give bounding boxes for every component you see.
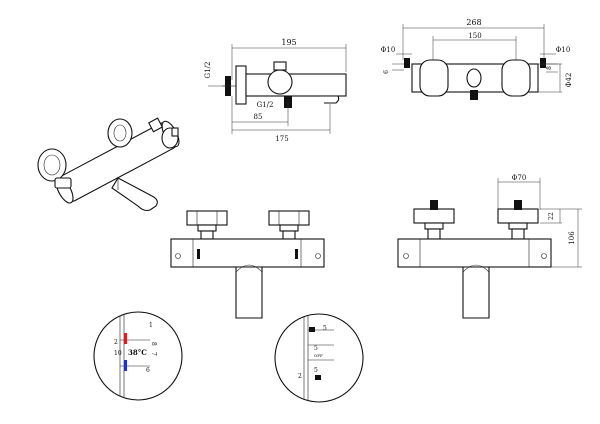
iso-right-knob <box>107 118 133 148</box>
temp-num-6: 6 <box>146 367 150 374</box>
body-dia-label: Φ42 <box>565 73 573 88</box>
front-view <box>170 210 325 319</box>
flow-num-2: 2 <box>298 373 302 380</box>
front-spout <box>235 266 263 319</box>
top-view: 268 150 Φ10 Φ10 6 8 Φ42 <box>381 18 573 100</box>
dim-150: 150 <box>468 32 481 40</box>
dim-85: 85 <box>254 113 263 121</box>
front-left-knob <box>186 210 228 226</box>
temp-num-10: 10 <box>114 350 122 357</box>
temp-value-label: 38°C <box>128 348 147 357</box>
side-view: 195 G1/2 G1/2 85 175 <box>204 38 347 143</box>
cold-indicator <box>124 360 127 371</box>
dim-195: 195 <box>281 38 296 47</box>
dia-left-label: Φ10 <box>381 46 396 54</box>
dim-175: 175 <box>275 135 288 143</box>
dia-right-label: Φ10 <box>556 46 571 54</box>
side-handle <box>267 69 293 95</box>
iso-left-knob <box>37 148 67 182</box>
back-view: Φ70 22 106 <box>397 174 582 319</box>
front-right-knob <box>268 210 310 226</box>
detail-temperature: 1 2 8 10 38°C 7 6 <box>93 311 183 401</box>
depth-small-label: 8 <box>546 66 553 70</box>
knob-dia-label: Φ70 <box>512 174 527 182</box>
back-left-knob <box>413 208 455 224</box>
back-spout <box>462 266 490 319</box>
top-right-handle <box>501 59 531 97</box>
body-height-label: 106 <box>568 231 576 245</box>
knob-height-label: 22 <box>548 212 555 220</box>
flow-off-label: OFF <box>314 353 323 358</box>
temp-num-1: 1 <box>149 322 153 329</box>
dim-268: 268 <box>466 18 481 27</box>
iso-spout <box>111 177 158 212</box>
detail-flow: 5 5 OFF 5 2 <box>274 313 364 403</box>
back-right-knob <box>497 208 539 224</box>
front-body <box>170 238 325 268</box>
thread-bottom-label: G1/2 <box>257 101 274 109</box>
height-small-label: 6 <box>383 70 390 74</box>
flow-marker <box>309 327 315 332</box>
top-left-handle <box>419 59 449 97</box>
thread-left-label: G1/2 <box>204 62 212 79</box>
flow-num-5a: 5 <box>314 345 318 352</box>
flow-num-5b: 5 <box>314 367 318 374</box>
hot-indicator <box>124 333 127 344</box>
temp-num-8: 8 <box>150 342 157 346</box>
temp-num-2: 2 <box>114 339 118 346</box>
isometric-view <box>37 117 180 212</box>
back-body <box>397 238 552 268</box>
temp-num-7: 7 <box>150 352 157 356</box>
flow-num-top: 5 <box>323 325 327 332</box>
top-shower-outlet <box>470 90 478 100</box>
